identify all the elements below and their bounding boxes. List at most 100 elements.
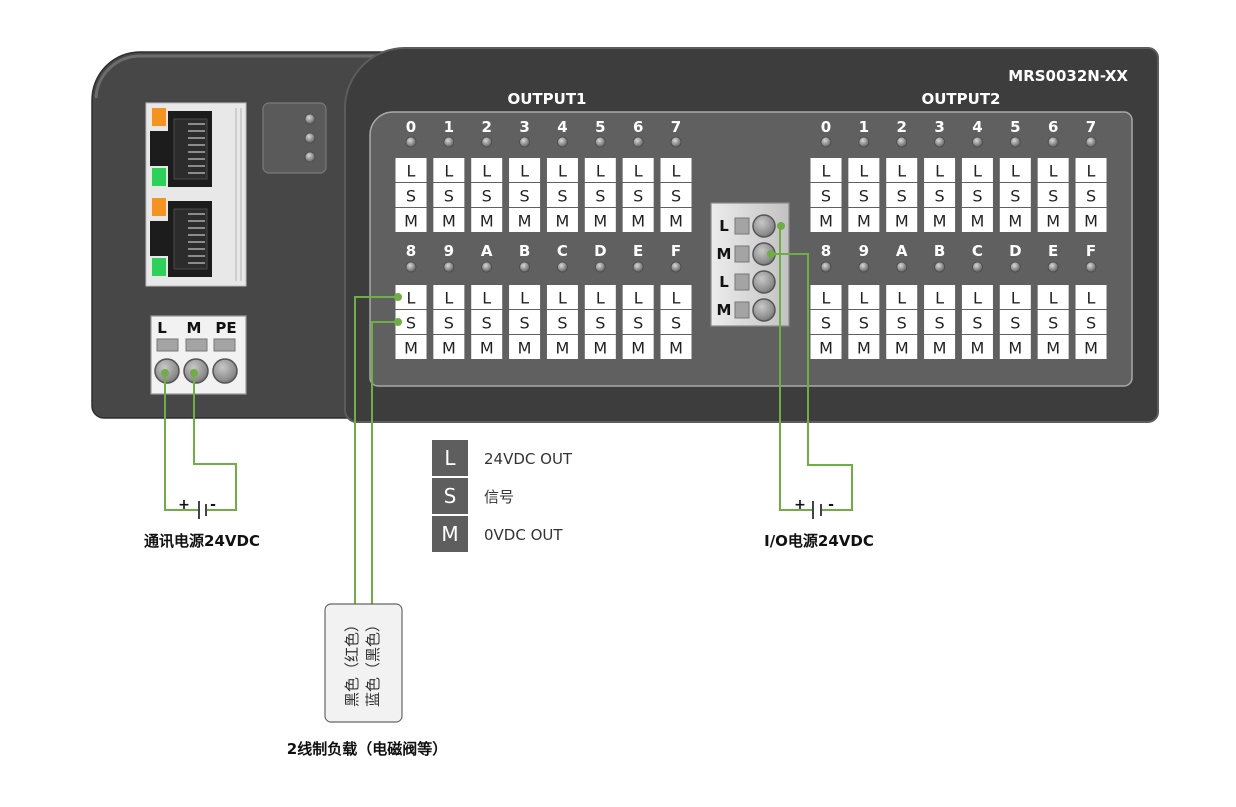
terminal-s: S xyxy=(622,310,654,334)
ethernet-housing-edge xyxy=(235,108,242,281)
terminal-s: S xyxy=(622,183,654,207)
output1-title: OUTPUT1 xyxy=(507,90,586,108)
terminal-pin-label: M xyxy=(1046,339,1060,358)
legend-item-s: S 信号 xyxy=(432,478,514,514)
terminal-m: M xyxy=(1037,335,1069,359)
channel-number: 8 xyxy=(821,242,831,260)
link-led-orange-icon xyxy=(152,108,166,126)
terminal-m: M xyxy=(886,335,918,359)
channel-led-icon xyxy=(1047,136,1059,148)
status-led-box xyxy=(262,102,327,174)
channel-number: 6 xyxy=(1048,118,1058,136)
channel-number: 5 xyxy=(1010,118,1020,136)
terminal-cell xyxy=(584,310,616,334)
terminal-l: L xyxy=(1037,285,1069,309)
channel-led-icon xyxy=(972,136,983,148)
terminal-pin-label: L xyxy=(935,162,944,181)
terminal-cell xyxy=(848,183,880,207)
terminal-pin-label: L xyxy=(1087,162,1096,181)
terminal-cell xyxy=(471,183,503,207)
legend-key-box xyxy=(432,440,468,476)
terminal-m: M xyxy=(471,208,503,232)
channel-number: 3 xyxy=(934,118,944,136)
terminal-cell xyxy=(1037,335,1069,359)
terminal-pin-label: M xyxy=(404,212,418,231)
terminal-m: M xyxy=(660,335,692,359)
terminal-pin-label: S xyxy=(821,187,831,206)
io-connector-housing xyxy=(710,202,790,327)
comm-supply-minus: - xyxy=(210,497,216,513)
terminal-pin-label: M xyxy=(442,212,456,231)
terminal-cell xyxy=(546,208,578,232)
wire-junction-dot xyxy=(394,293,402,301)
terminal-l: L xyxy=(584,158,616,182)
terminal-pin-label: S xyxy=(633,314,643,333)
terminal-cell xyxy=(622,285,654,309)
terminal-cell xyxy=(433,310,465,334)
terminal-m: M xyxy=(546,208,578,232)
channel-number: 1 xyxy=(444,118,454,136)
legend-text: 24VDC OUT xyxy=(484,450,573,468)
terminal-pin-label: L xyxy=(897,289,906,308)
terminal-pin-label: M xyxy=(518,212,532,231)
terminal-pin-label: L xyxy=(520,289,529,308)
release-slot-icon xyxy=(734,273,750,291)
terminal-s: S xyxy=(961,310,993,334)
terminal-l: L xyxy=(471,158,503,182)
channel-number: A xyxy=(481,242,493,260)
wire-entry-icon xyxy=(752,298,776,322)
channel-number: 4 xyxy=(557,118,567,136)
terminal-pin-label: L xyxy=(1049,289,1058,308)
terminal-cell xyxy=(622,335,654,359)
terminal-pin-label: L xyxy=(634,162,643,181)
terminal-pin-label: S xyxy=(1086,187,1096,206)
terminal-pin-label: S xyxy=(1010,187,1020,206)
terminal-cell xyxy=(433,208,465,232)
terminal-cell xyxy=(1075,208,1107,232)
terminal-l: L xyxy=(848,285,880,309)
terminal-cell xyxy=(584,208,616,232)
terminal-l: L xyxy=(509,285,541,309)
terminal-cell xyxy=(395,158,427,182)
terminal-pin-label: L xyxy=(822,162,831,181)
terminal-cell xyxy=(961,208,993,232)
load-wire-1-color: 黑色（红色） xyxy=(343,617,361,707)
io-supply-label: I/O电源24VDC xyxy=(764,532,874,550)
terminal-pin-label: L xyxy=(973,289,982,308)
wire-entry-icon xyxy=(212,358,238,384)
terminal-cell xyxy=(622,208,654,232)
channel-number: E xyxy=(1048,242,1058,260)
terminal-cell xyxy=(999,335,1031,359)
terminal-l: L xyxy=(886,285,918,309)
terminal-l: L xyxy=(660,158,692,182)
release-slot-icon xyxy=(734,245,750,263)
terminal-cell xyxy=(999,285,1031,309)
terminal-l: L xyxy=(584,285,616,309)
wire-junction-dot xyxy=(161,369,169,377)
terminal-pin-label: L xyxy=(672,162,681,181)
terminal-l: L xyxy=(924,158,956,182)
terminal-cell xyxy=(1075,335,1107,359)
terminal-m: M xyxy=(509,335,541,359)
comm-connector-pin-label: PE xyxy=(215,319,236,337)
terminal-l: L xyxy=(546,158,578,182)
terminal-m: M xyxy=(961,335,993,359)
terminal-m: M xyxy=(810,208,842,232)
terminal-m: M xyxy=(584,335,616,359)
io-connector-pin-label: M xyxy=(717,301,732,319)
terminal-pin-label: S xyxy=(444,314,454,333)
channel-number: 2 xyxy=(482,118,492,136)
terminal-pin-label: S xyxy=(897,314,907,333)
terminal-cell xyxy=(660,183,692,207)
legend-key: M xyxy=(441,522,458,546)
io-supply-negative-wire xyxy=(771,253,853,511)
terminal-cell xyxy=(999,310,1031,334)
terminal-cell xyxy=(471,310,503,334)
